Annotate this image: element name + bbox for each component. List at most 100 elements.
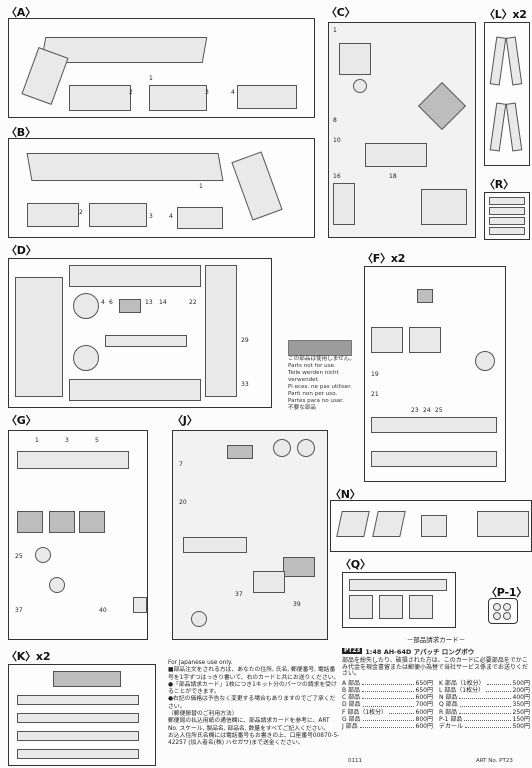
- price-item: L 部品（1枚分）200円: [439, 686, 530, 694]
- sprue-c-part-cockpit: [365, 143, 427, 167]
- sprue-f-part-18: [475, 351, 495, 371]
- sprue-q-part-4: [409, 595, 433, 619]
- sprue-k-rail-4: [17, 749, 139, 759]
- order-card-kit: PT23 1:48 AH-64D アパッチ ロングボウ: [342, 646, 530, 656]
- canopy-part-3: [421, 515, 447, 537]
- notes-line: お込人住所氏名欄には電話番号もお書きの上、口座番号00870-5-42257 (…: [168, 732, 340, 747]
- fuselage-half-right: [26, 153, 224, 181]
- sprue-q: [342, 572, 456, 628]
- sprue-f-part-27: [371, 417, 497, 433]
- sprue-q-part-2: [349, 595, 373, 619]
- sprue-k-part-grey: [53, 671, 121, 687]
- sprue-label-g: 〈G〉: [6, 414, 37, 427]
- sprue-d-part-18: [105, 335, 187, 347]
- sprue-f: 19 21 23 24 25: [364, 266, 506, 482]
- sprue-l-part-3: [489, 102, 507, 152]
- order-card-desc: 部品を紛失したり、破損された方は、このカードに必要部品をでかこみ代金を現金書留ま…: [342, 657, 529, 678]
- sprue-g-part-32: [49, 577, 65, 593]
- sprue-j-part-4: [273, 439, 291, 457]
- sprue-j-part-5: [297, 439, 315, 457]
- sprue-j: 7 20 37 39: [172, 430, 328, 640]
- p1-part: [493, 603, 501, 611]
- p1-part: [503, 603, 511, 611]
- sprue-a: 1 2 3 4: [8, 18, 315, 118]
- not-used-line: Partes para no usar.: [288, 398, 344, 404]
- sprue-j-part-33: [283, 557, 315, 577]
- sprue-b-part-2: [27, 203, 79, 227]
- sprue-a-part-4: [237, 85, 297, 109]
- rotor-hub: [417, 81, 467, 131]
- notes-header: For Japanese use only.: [168, 660, 233, 666]
- notes-line: （郵便振替のご利用方法）: [168, 711, 238, 718]
- sprue-f-part-4: [417, 289, 433, 303]
- sprue-g-part-26: [35, 547, 51, 563]
- sprue-g-part-21: [79, 511, 105, 533]
- sprue-r-row-2: [489, 207, 525, 215]
- canopy-part-5: [477, 511, 529, 537]
- sprue-n: [330, 500, 532, 552]
- kit-name: 1:48 AH-64D アパッチ ロングボウ: [365, 648, 475, 656]
- sprue-label-p1: 〈P-1〉: [486, 586, 528, 599]
- p1-part: [503, 612, 511, 620]
- sprue-d-disc-1: [73, 293, 99, 319]
- sprue-f-part-28: [371, 451, 497, 467]
- sprue-l-part-2: [505, 36, 523, 86]
- sprue-k-rail-1: [17, 695, 139, 705]
- sprue-g-part-20: [49, 511, 75, 533]
- not-used-line: Pi eces. ne pas utiliser.: [288, 384, 352, 390]
- sprue-label-j: 〈J〉: [172, 414, 198, 427]
- sprue-r-row-3: [489, 217, 525, 225]
- sprue-a-part-2: [69, 85, 131, 111]
- sprue-d-part-3: [69, 379, 201, 401]
- sprue-j-part-2: [227, 445, 253, 459]
- order-card-title: －部品請求カード－: [406, 636, 466, 644]
- sprue-f-part-11: [371, 327, 403, 353]
- sprue-k: [8, 664, 156, 766]
- notes-line: 郵便局の払込用紙の通信欄に、部品請求カードを参考に、ART No. スケール, …: [168, 718, 330, 732]
- sprue-f-part-14: [409, 327, 441, 353]
- sprue-d: 4 6 13 14 22 29 33: [8, 258, 272, 408]
- sprue-g-part-19: [17, 511, 43, 533]
- sprue-r-row-1: [489, 197, 525, 205]
- order-card-code: 0111: [348, 758, 362, 764]
- sprue-label-q: 〈Q〉: [340, 558, 371, 571]
- sprue-r-row-4: [489, 227, 525, 235]
- sprue-j-part-35: [253, 571, 285, 593]
- not-used-line: Parts not for use.: [288, 363, 336, 369]
- sprue-label-r: 〈R〉: [484, 178, 514, 191]
- sprue-j-part-37: [191, 611, 207, 627]
- sprue-a-part-3: [149, 85, 207, 111]
- notes-line: ■部品注文をされる方は、あなたの住所, 氏名, 郵便番号, 電話番号を1字ずつは…: [168, 667, 340, 681]
- art-number: ART No. PT23: [476, 758, 513, 764]
- sprue-p1: [488, 598, 518, 624]
- sprue-q-part-3: [379, 595, 403, 619]
- canopy-part-2: [372, 511, 406, 537]
- not-used-line: 不要な部品: [288, 405, 316, 411]
- sprue-b-part-4: [177, 207, 223, 229]
- sprue-r: [484, 192, 530, 240]
- kit-code-badge: PT23: [342, 648, 363, 654]
- sprue-b: 1 2 3 4: [8, 138, 315, 238]
- not-used-swatch: [288, 340, 352, 356]
- sprue-label-f: 〈F〉x2: [362, 252, 406, 265]
- sprue-b-part-3: [89, 203, 147, 227]
- sprue-label-a: 〈A〉: [6, 6, 36, 19]
- sprue-g-part-41: [133, 597, 147, 613]
- sprue-l-part-4: [505, 102, 523, 152]
- sprue-k-rail-3: [17, 731, 139, 741]
- not-used-line: この部品は使用しません。: [288, 356, 355, 362]
- not-used-legend: この部品は使用しません。 Parts not for use. Teile we…: [288, 356, 358, 412]
- sprue-d-part-2: [69, 265, 201, 287]
- sprue-d-part-frame: [205, 265, 237, 397]
- sprue-d-part-1: [15, 277, 63, 397]
